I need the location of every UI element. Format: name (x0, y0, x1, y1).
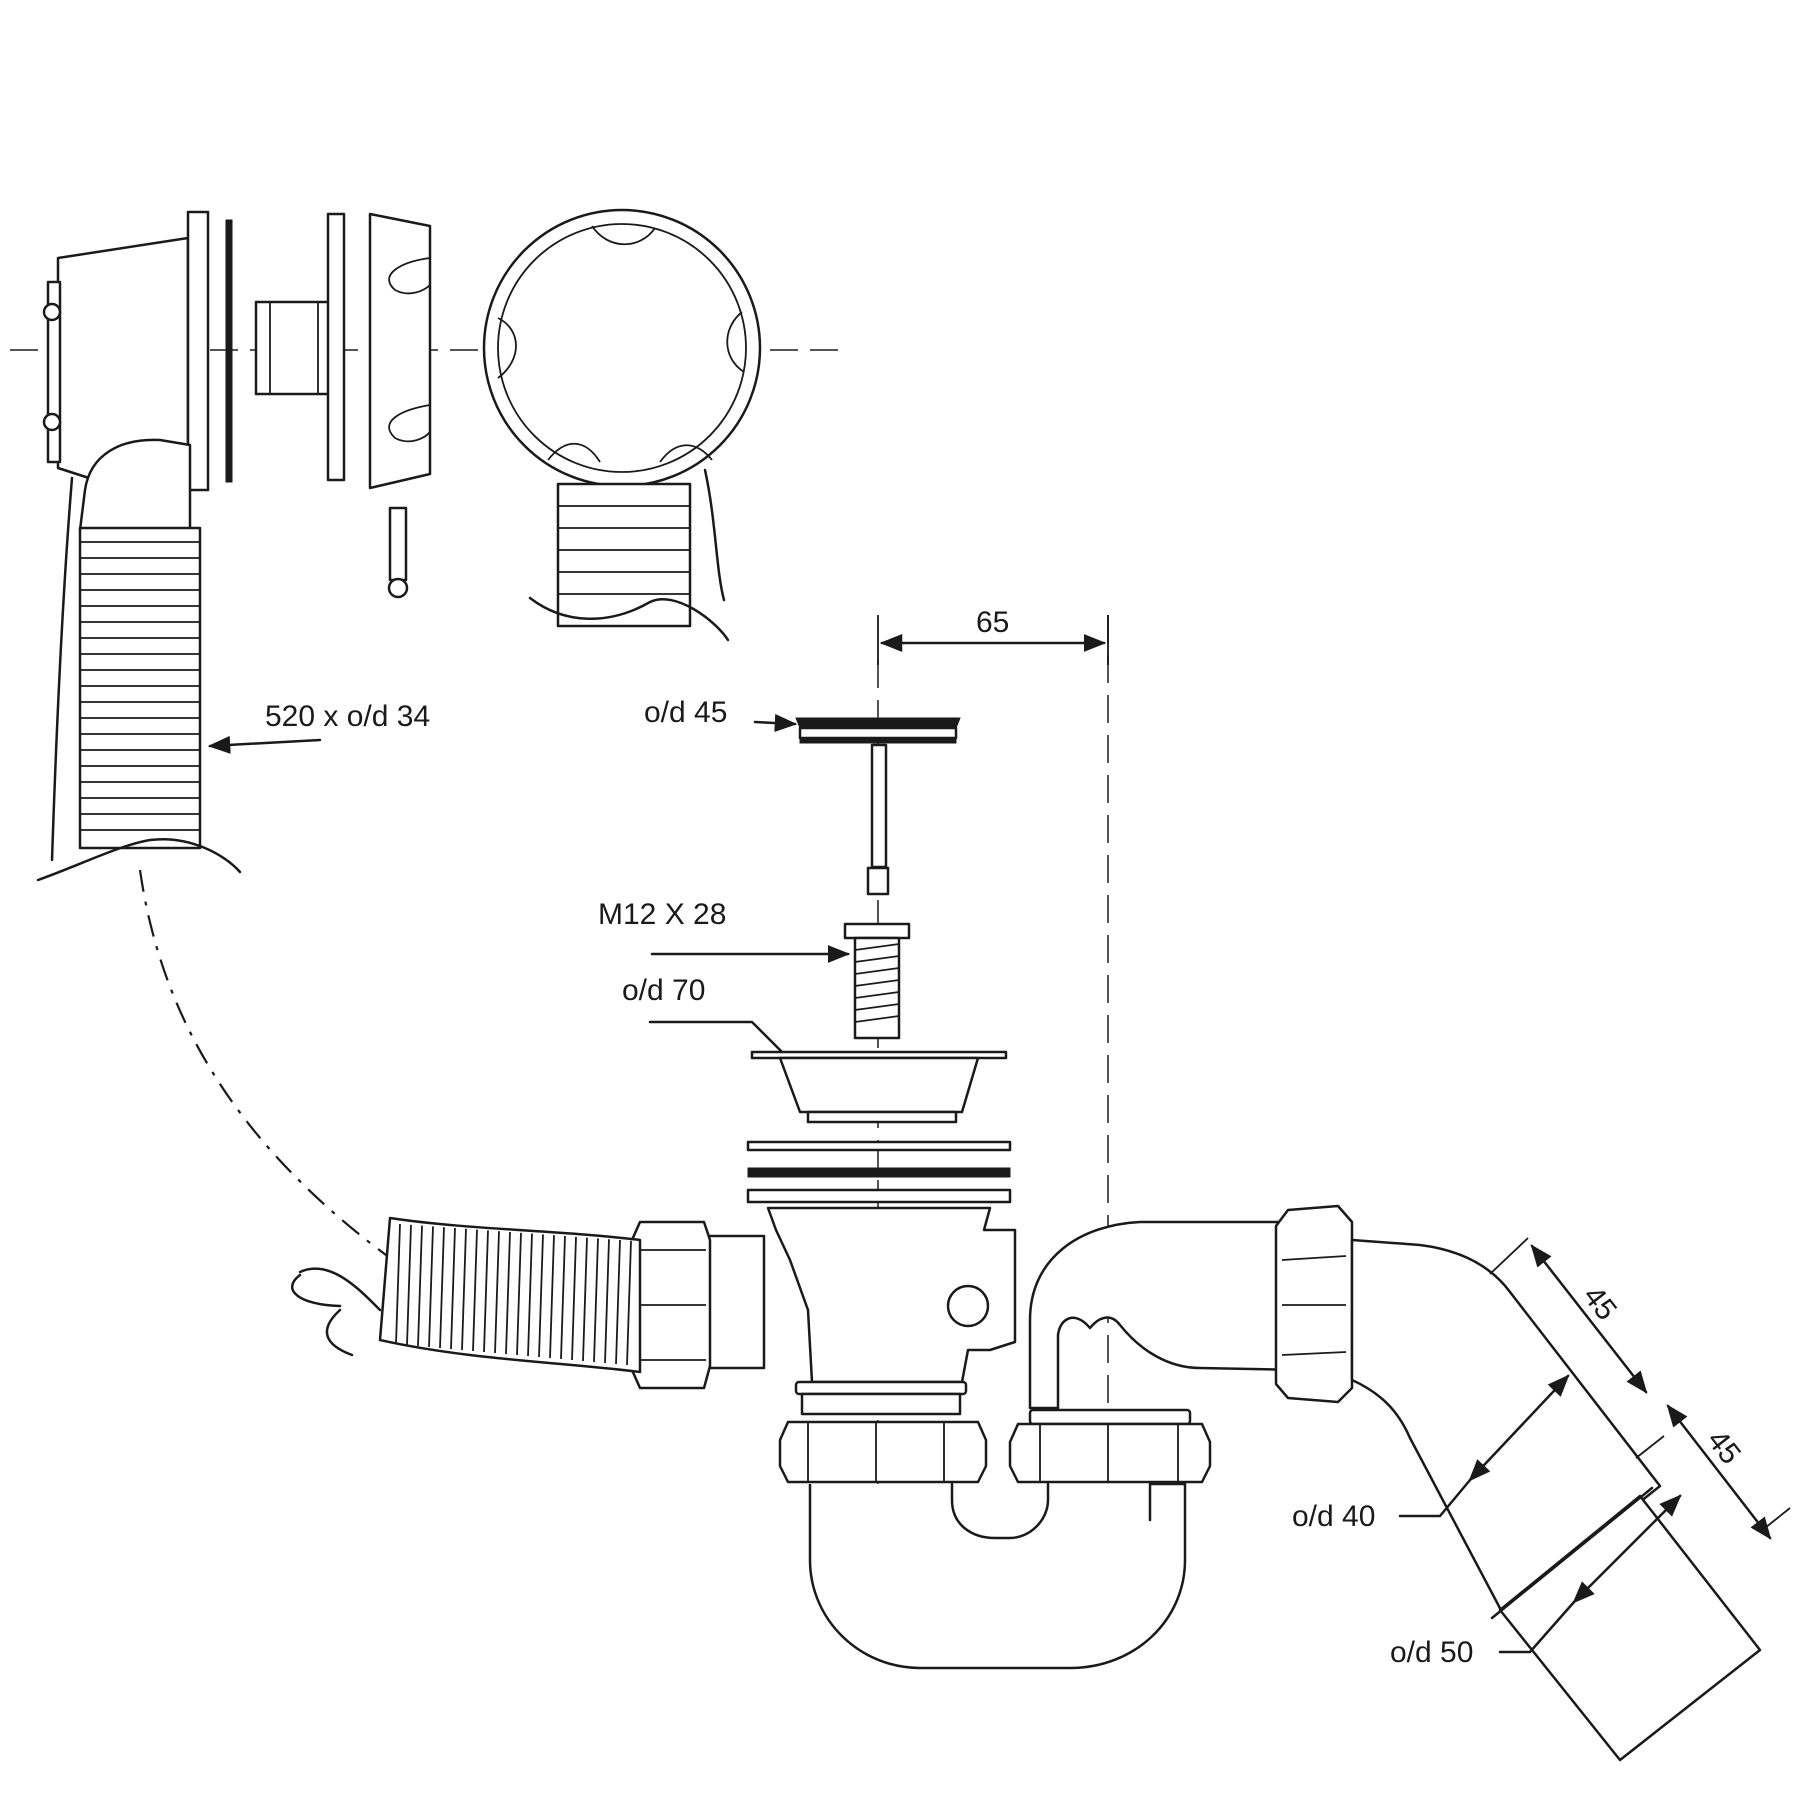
spigot-length-dimension-b (1666, 1404, 1772, 1540)
plug-leader (753, 713, 798, 732)
outlet-od40-label: o/d 40 (1292, 1500, 1375, 1533)
trap-nut-right (1008, 1422, 1212, 1484)
waste-body (766, 1206, 1017, 1384)
plug-head (795, 717, 961, 729)
overflow-screw (388, 506, 408, 582)
waste-flange-cup (778, 1056, 980, 1114)
spigot-length-label-b: 45 (1700, 1424, 1747, 1471)
break-line-front (528, 596, 730, 642)
overflow-screw-top (42, 302, 62, 322)
overflow-flange (186, 210, 210, 492)
spacing-dimension-label: 65 (976, 606, 1009, 639)
plug-od-label: o/d 45 (644, 696, 727, 729)
spigot-length-dimension-a (1530, 1244, 1648, 1394)
overflow-inlet (946, 1284, 990, 1328)
outlet-od50-label: o/d 50 (1390, 1636, 1473, 1669)
overflow-cover-side (368, 212, 432, 490)
waste-body-thread (800, 1392, 962, 1416)
waste-flange-foot (806, 1110, 958, 1124)
overflow-cable-front (703, 468, 726, 602)
overflow-hose-corrugated (78, 526, 202, 850)
overflow-hose-elbow (78, 438, 192, 532)
hose-dimension-label: 520 x o/d 34 (265, 700, 430, 733)
overflow-cable (50, 476, 74, 862)
flange-leader (648, 1020, 784, 1054)
trap-u-bend-inner (950, 1482, 1050, 1540)
od50-leader (1498, 1600, 1576, 1654)
outlet-compression-nut (1274, 1204, 1354, 1404)
bolt-head (843, 922, 911, 940)
overflow-front-hose-stub (556, 482, 692, 628)
plug-stem (870, 743, 888, 869)
waste-side-spigot (706, 1234, 766, 1370)
washer-black (747, 1167, 1011, 1178)
hose-leader (207, 735, 322, 754)
bolt-shank (853, 936, 901, 1040)
flange-od-label: o/d 70 (622, 974, 705, 1007)
trap-u-bend (808, 1482, 1187, 1670)
trap-thread-right (1028, 1408, 1192, 1426)
waste-body-collar (794, 1380, 968, 1396)
overflow-hose: 520 x o/d 34 (36, 438, 430, 1259)
overflow-cover-front (482, 208, 762, 488)
trap-nut-left (778, 1420, 988, 1484)
plug-seal (798, 726, 958, 740)
trap-arm (1028, 1220, 1302, 1410)
spigot-length-label-a: 45 (1576, 1280, 1623, 1327)
overflow-backplate (326, 212, 346, 482)
overflow-connector (254, 300, 338, 396)
plug-stem-thread (866, 866, 890, 896)
washer-top (746, 1140, 1012, 1152)
bolt-size-label: M12 X 28 (598, 898, 726, 931)
overflow-gasket (225, 219, 233, 483)
od50-dimension (1572, 1494, 1682, 1604)
waste-hose-break (298, 1267, 382, 1312)
overflow-screw-head (387, 577, 409, 599)
plug-washer (799, 737, 957, 744)
break-line-hose (36, 837, 242, 882)
od40-dimension (1468, 1374, 1570, 1482)
washer-bottom (746, 1188, 1012, 1204)
hose-continuation-dashed (138, 869, 391, 1259)
od40-leader (1398, 1478, 1472, 1518)
trap-assembly: 45 45 o/d 40 o/d 50 (291, 1204, 1791, 1762)
overflow-assembly (10, 208, 840, 642)
plug-assembly: 65 o/d 45 M12 X 28 o/d 70 (598, 606, 1109, 1660)
overflow-screw-bottom (42, 412, 62, 432)
